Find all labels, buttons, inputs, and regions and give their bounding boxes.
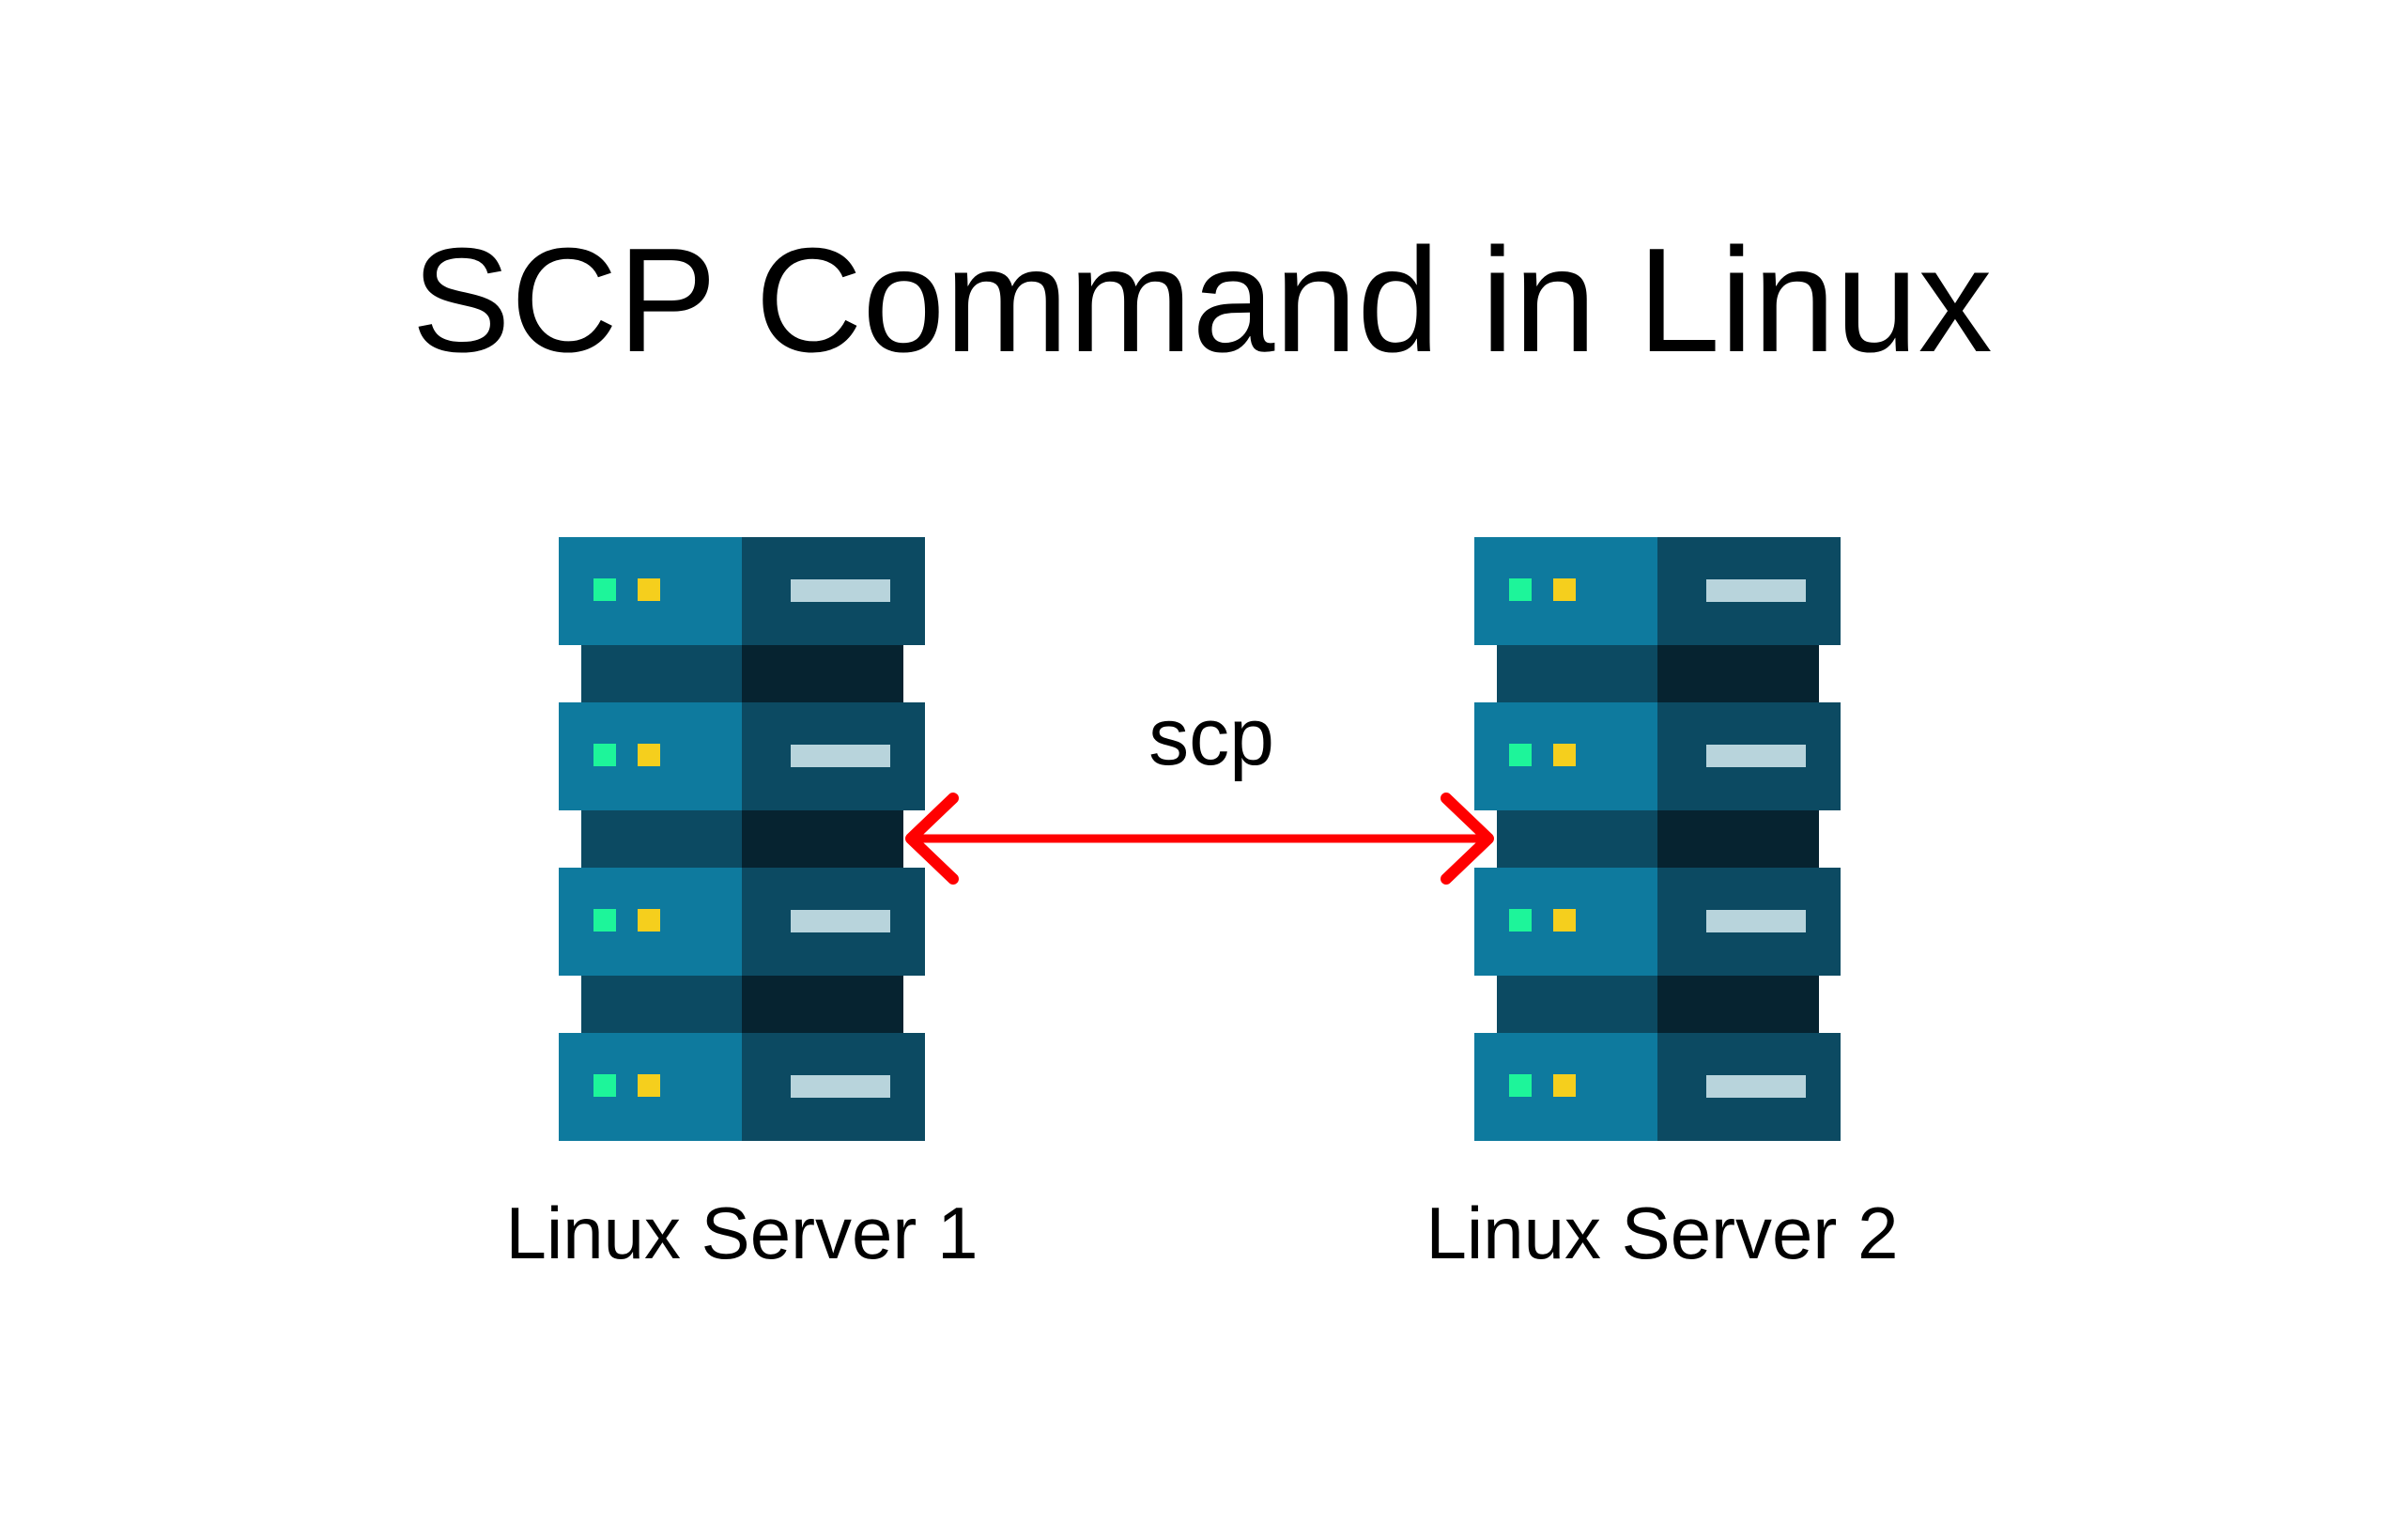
connection-label: scp (1148, 692, 1274, 782)
server-label-1: Linux Server 1 (505, 1192, 979, 1274)
arrow-head-left (905, 793, 959, 885)
rack-spacer-front (581, 810, 742, 868)
rack-spacer-front (1497, 976, 1657, 1033)
status-led-yellow (638, 578, 660, 601)
drive-slot (1706, 745, 1806, 767)
diagram-title: SCP Command in Linux (411, 218, 1993, 383)
status-led-yellow (638, 1074, 660, 1097)
drive-slot (791, 910, 890, 932)
rack-spacer-side (1657, 645, 1819, 702)
status-led-green (593, 909, 616, 932)
rack-spacer-side (1657, 810, 1819, 868)
rack-spacer-front (581, 976, 742, 1033)
status-led-yellow (638, 909, 660, 932)
status-led-yellow (1553, 578, 1576, 601)
drive-slot (1706, 1075, 1806, 1098)
status-led-yellow (638, 744, 660, 766)
server-rack-icon (1474, 537, 1841, 1141)
rack-spacer-side (742, 810, 903, 868)
drive-slot (791, 579, 890, 602)
status-led-green (1509, 1074, 1532, 1097)
rack-spacer-front (1497, 810, 1657, 868)
status-led-yellow (1553, 909, 1576, 932)
status-led-green (593, 1074, 616, 1097)
status-led-yellow (1553, 744, 1576, 766)
server-rack-icon (559, 537, 925, 1141)
status-led-green (593, 744, 616, 766)
drive-slot (791, 745, 890, 767)
bidirectional-arrow (905, 793, 1494, 885)
server-label-2: Linux Server 2 (1425, 1192, 1899, 1274)
arrow-head-right (1441, 793, 1494, 885)
drive-slot (1706, 910, 1806, 932)
drive-slot (791, 1075, 890, 1098)
rack-spacer-front (581, 645, 742, 702)
rack-spacer-front (1497, 645, 1657, 702)
status-led-green (1509, 578, 1532, 601)
status-led-green (593, 578, 616, 601)
status-led-green (1509, 744, 1532, 766)
rack-spacer-side (742, 645, 903, 702)
status-led-yellow (1553, 1074, 1576, 1097)
drive-slot (1706, 579, 1806, 602)
rack-spacer-side (742, 976, 903, 1033)
rack-spacer-side (1657, 976, 1819, 1033)
status-led-green (1509, 909, 1532, 932)
